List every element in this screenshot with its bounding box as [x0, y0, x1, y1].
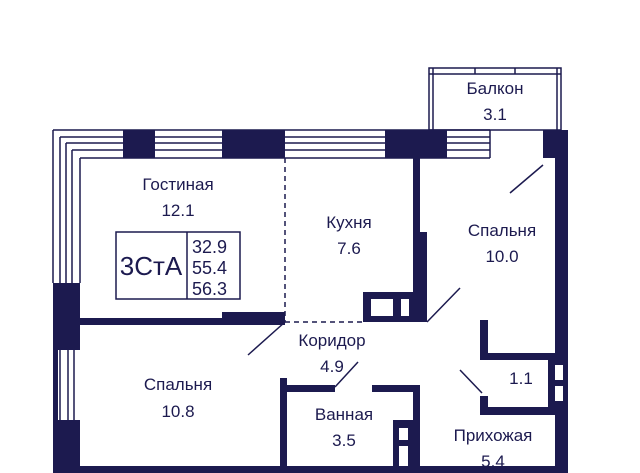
door-bedroom-right [426, 287, 461, 323]
type-code: 3СтА [120, 251, 183, 281]
svg-text:Прихожая: Прихожая [454, 426, 533, 445]
total-area-with-balcony: 56.3 [192, 279, 227, 299]
svg-text:3.5: 3.5 [332, 431, 356, 450]
label-kitchen: Кухня 7.6 [326, 213, 372, 258]
svg-text:7.6: 7.6 [337, 239, 361, 258]
label-hallway: Прихожая 5.4 [454, 426, 533, 471]
walls [53, 130, 568, 473]
label-balcony: Балкон 3.1 [466, 79, 523, 124]
svg-text:Ванная: Ванная [315, 405, 373, 424]
label-corridor: Коридор 4.9 [298, 331, 365, 376]
svg-text:Кухня: Кухня [326, 213, 372, 232]
apartment-type-badge: 3СтА 32.9 55.4 56.3 [115, 231, 241, 300]
door-closet [459, 369, 483, 394]
partitions-and-doors [247, 158, 544, 394]
svg-text:Спальня: Спальня [144, 375, 212, 394]
label-bedroom-left: Спальня 10.8 [144, 375, 212, 421]
balcony-railing [428, 67, 562, 131]
label-bedroom-right: Спальня 10.0 [468, 221, 536, 266]
svg-text:3.1: 3.1 [483, 105, 507, 124]
door-bedroom-left [247, 321, 286, 356]
living-area: 32.9 [192, 237, 227, 257]
svg-text:5.4: 5.4 [481, 452, 505, 471]
svg-text:10.0: 10.0 [485, 247, 518, 266]
svg-text:12.1: 12.1 [161, 201, 194, 220]
door-balcony [509, 164, 544, 194]
total-area: 55.4 [192, 258, 227, 278]
svg-text:1.1: 1.1 [509, 369, 533, 388]
svg-text:Балкон: Балкон [466, 79, 523, 98]
svg-text:Коридор: Коридор [298, 331, 365, 350]
svg-text:Спальня: Спальня [468, 221, 536, 240]
label-bathroom: Ванная 3.5 [315, 405, 373, 450]
door-bathroom [334, 361, 359, 388]
label-living-room: Гостиная 12.1 [142, 175, 213, 220]
svg-text:Гостиная: Гостиная [142, 175, 213, 194]
svg-text:10.8: 10.8 [161, 402, 194, 421]
svg-text:4.9: 4.9 [320, 357, 344, 376]
label-closet: 1.1 [509, 369, 533, 388]
